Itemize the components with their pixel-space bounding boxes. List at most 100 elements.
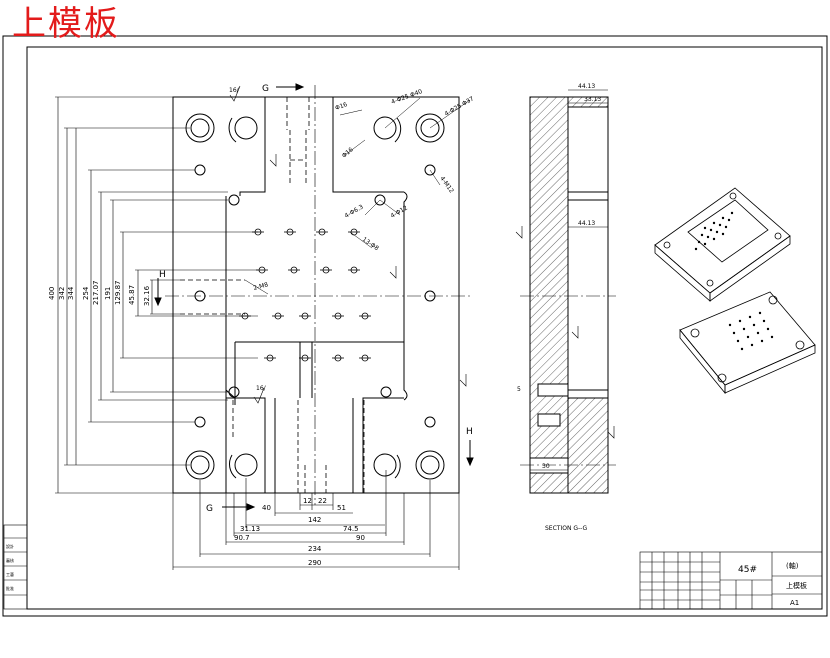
- section-view: [520, 89, 616, 494]
- dim-31: 31.13: [240, 525, 260, 533]
- iso-dot: [732, 331, 736, 335]
- roughness-b: 16/: [256, 385, 267, 392]
- dim-74: 74.5: [343, 525, 359, 533]
- bottom-dimension-labels: 40 12 22 51 142 31.13 74.5 90.7 90 234 2…: [234, 497, 365, 567]
- iso-dot: [750, 343, 754, 347]
- section-label: SECTION G--G: [545, 525, 588, 532]
- iso-dot: [746, 335, 750, 339]
- section-view-labels: 44.13 33.13 44.13 5 30 SECTION G--G: [517, 83, 601, 532]
- drawing-title: 上模板: [12, 4, 120, 44]
- iso-dot: [697, 240, 701, 244]
- mini-design: 設計: [6, 543, 14, 549]
- iso-dot: [742, 327, 746, 331]
- iso-dot: [703, 226, 707, 230]
- mini-approve: 批准: [6, 585, 14, 591]
- iso-dot: [724, 225, 728, 229]
- iso-dot: [715, 230, 719, 234]
- iso-dot: [756, 331, 760, 335]
- left-dimensions: [55, 96, 258, 494]
- iso-dot: [700, 233, 704, 237]
- callout-13-phi8: 13-Φ8: [361, 236, 380, 252]
- iso-dot: [712, 237, 716, 241]
- iso-dot: [694, 247, 698, 251]
- roughness-a: 16/: [229, 87, 240, 94]
- dim-234: 234: [308, 545, 322, 553]
- mini-process: 工藝: [6, 571, 14, 577]
- dim-30: 30: [542, 463, 550, 470]
- section-h-left: H: [159, 270, 166, 280]
- iso-dot: [721, 216, 725, 220]
- dim-217: 217.07: [92, 281, 100, 306]
- iso-dot: [709, 228, 713, 232]
- pin-hole-grid: [239, 228, 371, 362]
- roughness-symbols: [229, 85, 615, 439]
- dim-344: 344: [67, 286, 75, 300]
- title-block: [639, 551, 823, 610]
- dim-51: 51: [337, 504, 346, 512]
- section-marker-labels: G G H H: [159, 84, 473, 514]
- bottom-dimensions: [172, 470, 460, 570]
- left-mini-labels: 設計 審核 工藝 批准: [6, 543, 14, 591]
- callout-phi16: Φ16: [334, 101, 348, 112]
- isometric-view-bottom: [679, 291, 816, 395]
- title-block-labels: 45# (軸) 上模板 A1: [738, 561, 807, 607]
- callout-phi12: 4-Φ12: [390, 204, 410, 219]
- hole-callouts: 4-Φ25 Φ40 4-Φ25 Φ37 4-M12 4-Φ6.3 4-Φ12 Φ…: [253, 88, 476, 292]
- callout-m12: 4-M12: [438, 175, 455, 195]
- dim-45: 45.87: [128, 285, 136, 305]
- material: 45#: [738, 565, 757, 575]
- roughness-labels: 16/ 16/: [229, 87, 267, 392]
- iso-dot: [706, 235, 710, 239]
- part-name: 上模板: [786, 581, 807, 590]
- iso-dot: [766, 327, 770, 331]
- callout-2-m8: 2-M8: [253, 281, 269, 292]
- left-mini-block: [3, 524, 28, 610]
- iso-dot: [718, 223, 722, 227]
- iso-dot: [736, 339, 740, 343]
- dim-40: 40: [262, 504, 271, 512]
- callout-phi6: 4-Φ6.3: [344, 203, 365, 219]
- iso-dot: [730, 211, 734, 215]
- dim-290: 290: [308, 559, 321, 567]
- mini-review: 審核: [6, 557, 14, 563]
- dim-129: 129.87: [114, 281, 122, 306]
- iso-dot: [760, 339, 764, 343]
- isometric-view-top: [654, 187, 791, 302]
- section-g-top: G: [262, 84, 269, 94]
- outer-border: [2, 35, 828, 617]
- dim-44-13-a: 44.13: [578, 83, 595, 90]
- iso-dot: [762, 319, 766, 323]
- iso-dot: [728, 323, 732, 327]
- dim-32: 32.16: [143, 285, 151, 306]
- iso-dot: [721, 232, 725, 236]
- dim-254: 254: [82, 286, 90, 300]
- part-type: (軸): [786, 561, 799, 570]
- dim-142: 142: [308, 516, 321, 524]
- callout-phi16b: Φ16: [341, 146, 355, 159]
- iso-dot: [740, 347, 744, 351]
- dim-342: 342: [58, 287, 66, 300]
- dim-5: 5: [517, 386, 521, 393]
- section-h-right: H: [466, 427, 473, 437]
- dim-22: 22: [318, 497, 327, 505]
- iso-dot: [770, 335, 774, 339]
- plan-view: [165, 85, 470, 505]
- iso-dot: [738, 319, 742, 323]
- left-dimension-labels: 400 342 344 254 217.07 191 129.87 45.87 …: [48, 281, 151, 307]
- dim-44-13-b: 44.13: [578, 220, 595, 227]
- iso-dot: [748, 315, 752, 319]
- dim-12: 12: [303, 497, 312, 505]
- dim-90-7: 90.7: [234, 534, 250, 542]
- section-markers: [154, 83, 474, 511]
- isometric-dot-grid: [694, 211, 774, 351]
- dim-33-13: 33.13: [584, 96, 601, 103]
- iso-dot: [727, 218, 731, 222]
- iso-dot: [752, 323, 756, 327]
- inner-border: [26, 46, 823, 610]
- section-g-bottom: G: [206, 504, 213, 514]
- iso-dot: [758, 311, 762, 315]
- dim-191: 191: [104, 287, 112, 300]
- iso-dot: [712, 221, 716, 225]
